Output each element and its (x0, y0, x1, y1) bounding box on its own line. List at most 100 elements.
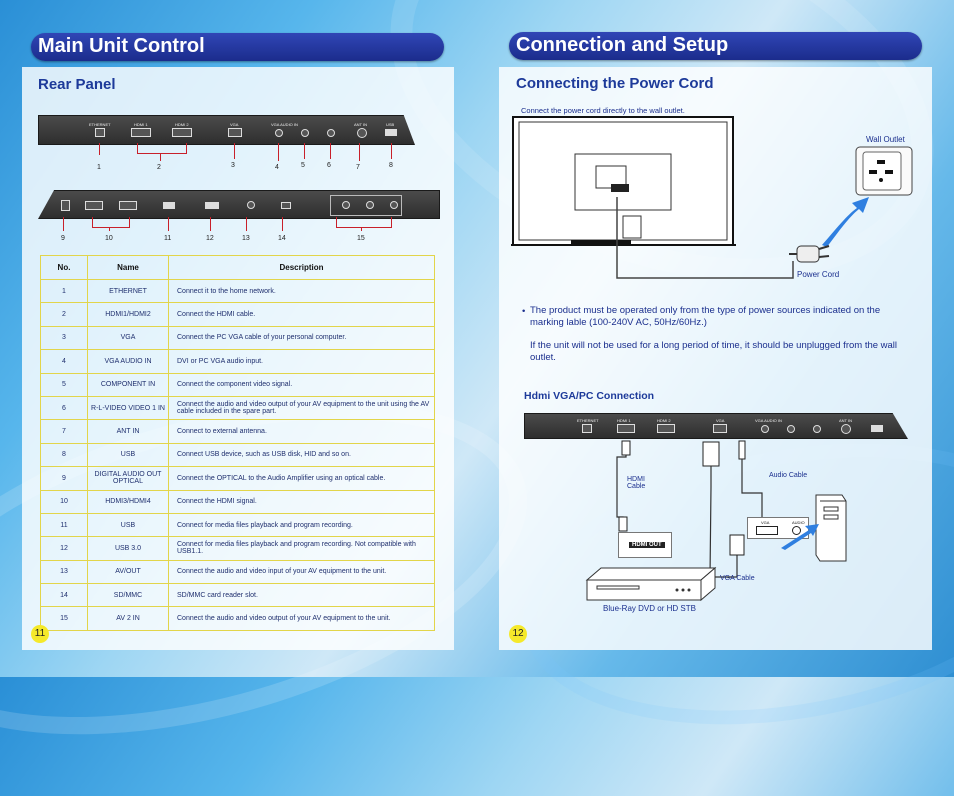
hdmi2-port (657, 424, 675, 433)
pc-tower-icon (815, 494, 847, 562)
row-number: 10 (40, 489, 88, 514)
callout-number: 7 (356, 164, 360, 171)
row-description: Connect for media files playback and pro… (168, 512, 435, 538)
av-out-port (247, 201, 255, 209)
row-name: USB (87, 512, 169, 538)
row-number: 8 (40, 442, 88, 468)
vga-port (228, 128, 242, 137)
player-label: Blue-Ray DVD or HD STB (603, 604, 696, 613)
wall-outlet-icon (855, 146, 913, 196)
row-description: Connect to external antenna. (168, 419, 435, 444)
usb-port (871, 425, 883, 432)
usb-port (163, 202, 175, 209)
row-description: Connect the PC VGA cable of your persona… (168, 325, 435, 351)
row-description: Connect it to the home network. (168, 278, 435, 304)
header-description: Description (168, 255, 435, 280)
vga-audio-port (275, 129, 283, 137)
intro-text: Connect the power cord directly to the w… (521, 106, 685, 115)
row-number: 13 (40, 559, 88, 585)
sd-slot (281, 202, 291, 209)
row-number: 11 (40, 512, 88, 538)
optical-port (61, 200, 70, 211)
port-label: ANT IN (354, 122, 368, 127)
pc-vga-port-icon (756, 526, 778, 535)
hdmi3-port (85, 201, 103, 210)
row-name: VGA AUDIO IN (87, 349, 169, 374)
callout-number: 10 (105, 235, 113, 242)
ethernet-port (95, 128, 105, 137)
port-label: HDMI 2 (657, 418, 671, 423)
vga-audio-port (761, 425, 769, 433)
callout-number: 15 (357, 235, 365, 242)
row-description: Connect the HDMI cable. (168, 302, 435, 327)
callout-number: 11 (164, 235, 172, 242)
row-number: 2 (40, 302, 88, 327)
bullet-text-2: If the unit will not be used for a long … (530, 340, 898, 363)
row-description: Connect the component video signal. (168, 372, 435, 397)
power-plug-icon (789, 245, 830, 263)
usb-port (385, 129, 397, 136)
hdmi-out-tag: HDMI OUT (629, 542, 665, 548)
row-description: Connect the OPTICAL to the Audio Amplifi… (168, 466, 435, 491)
callout-line (160, 153, 161, 161)
row-name: DIGITAL AUDIO OUT OPTICAL (87, 466, 169, 491)
hdmi-out-box: HDMI OUT (618, 532, 672, 558)
row-description: Connect the audio and video output of yo… (168, 395, 435, 421)
hdmi-vga-heading: Hdmi VGA/PC Connection (524, 390, 655, 402)
page-number: 12 (509, 625, 527, 643)
hdmi4-port (119, 201, 137, 210)
vga-cable-label: VGA Cable (720, 575, 755, 582)
port-label: VGA AUDIO IN (271, 122, 298, 127)
port-label: USB (386, 122, 395, 127)
callout-line (63, 217, 64, 231)
usb3-port (205, 202, 219, 209)
row-name: AV 2 IN (87, 606, 169, 631)
row-number: 3 (40, 325, 88, 351)
row-description: Connect for media files playback and pro… (168, 536, 435, 561)
row-name: ANT IN (87, 419, 169, 444)
callout-line (234, 143, 235, 159)
port-label: VGA AUDIO IN (755, 418, 782, 423)
callout-number: 2 (157, 164, 161, 171)
pc-audio-port-icon (792, 526, 801, 535)
callout-number: 13 (242, 235, 250, 242)
av2-in-port (390, 201, 398, 209)
component-port (787, 425, 795, 433)
section-heading: Rear Panel (38, 76, 116, 93)
callout-line (359, 143, 360, 161)
vga-port (713, 424, 727, 433)
row-number: 7 (40, 419, 88, 444)
row-number: 1 (40, 278, 88, 304)
callout-line (330, 143, 331, 159)
row-number: 15 (40, 606, 88, 631)
callout-line (99, 143, 100, 155)
tv-back-illustration (511, 116, 736, 246)
port-label: VGA (230, 122, 239, 127)
header-no: No. (40, 255, 88, 280)
row-number: 4 (40, 349, 88, 374)
callout-line (336, 217, 392, 228)
av2-in-group (330, 195, 402, 216)
bluray-player-icon (585, 566, 717, 602)
connection-rear-panel: ETHERNET HDMI 1 HDMI 2 VGA VGA AUDIO IN … (524, 413, 908, 439)
row-number: 9 (40, 466, 88, 491)
left-title-bar: Main Unit Control (31, 33, 444, 61)
callout-line (361, 227, 362, 231)
section-heading: Connecting the Power Cord (516, 75, 714, 92)
cable-diagram (616, 440, 767, 578)
av-port (813, 425, 821, 433)
page-title: Connection and Setup (516, 34, 729, 56)
hdmi1-port (131, 128, 151, 137)
row-name: HDMI1/HDMI2 (87, 302, 169, 327)
ethernet-port (582, 424, 592, 433)
port-label: HDMI 1 (134, 122, 148, 127)
callout-number: 1 (97, 164, 101, 171)
port-label: ANT IN (839, 418, 853, 423)
callout-number: 14 (278, 235, 286, 242)
